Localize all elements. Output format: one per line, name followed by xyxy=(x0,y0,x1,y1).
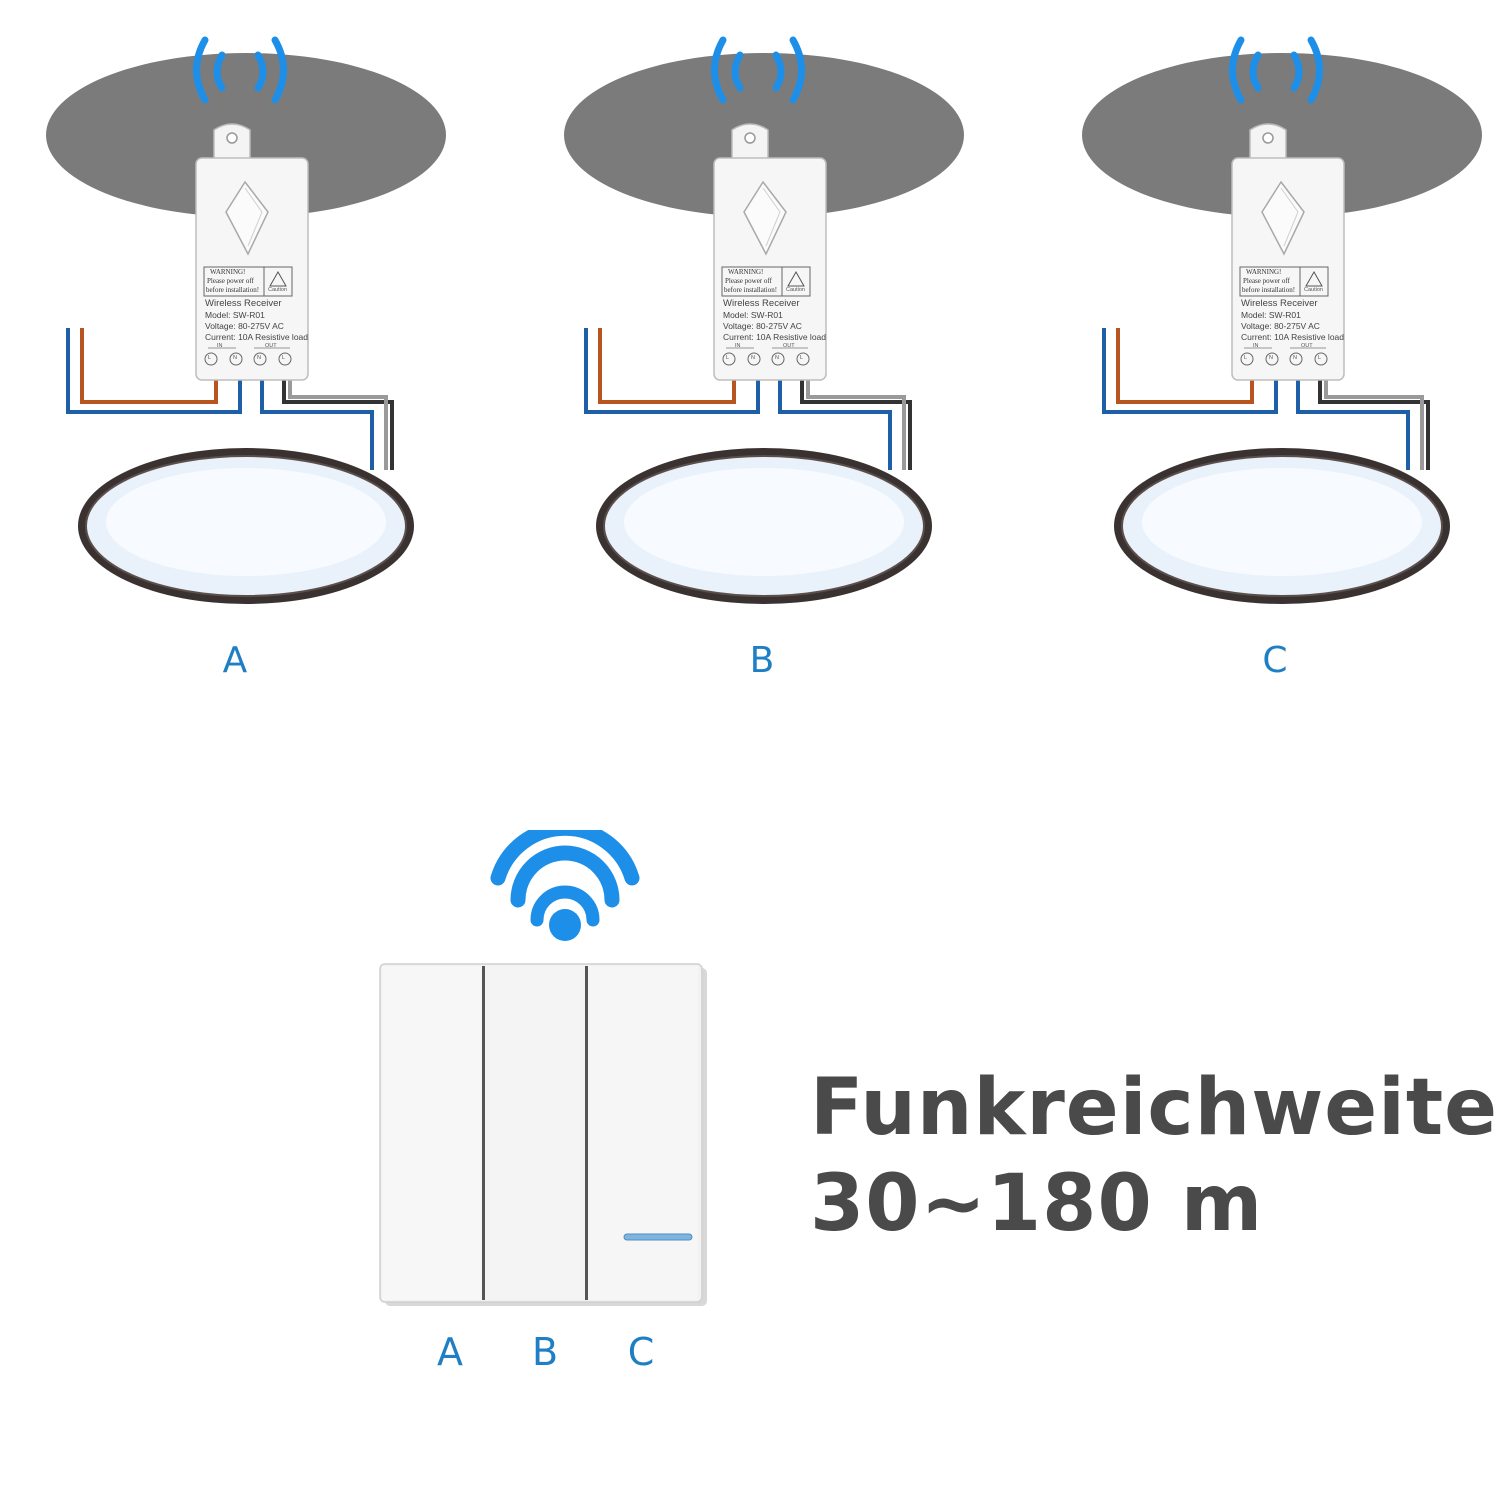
receiver-label-in-label: IN xyxy=(1253,343,1259,349)
receiver-label-current: Current: 10A Resistive load xyxy=(205,332,308,342)
wiring xyxy=(66,328,394,470)
ceiling-lamp xyxy=(596,448,932,604)
receiver-label-out-label: OUT xyxy=(783,343,795,349)
receiver-label-caution: Caution xyxy=(786,287,805,293)
terminal-screw-icon xyxy=(771,352,785,366)
receiver-label-model: Model: SW-R01 xyxy=(1241,310,1301,320)
range-value: 30~180 m xyxy=(810,1159,1264,1249)
wireless-receiver-module xyxy=(713,123,827,381)
wireless-wall-switch xyxy=(375,820,715,1330)
warning-triangle-icon xyxy=(787,270,805,287)
range-headline: Funkreichweite: 30~180 m xyxy=(810,1060,1500,1252)
switch-letter-b: B xyxy=(531,1330,559,1374)
switch-button-b[interactable] xyxy=(485,966,585,1300)
unit-letter: C xyxy=(1262,640,1288,681)
ceiling-lamp xyxy=(78,448,414,604)
switch-letter-a: A xyxy=(437,1330,463,1374)
signal-waves-icon xyxy=(711,36,805,104)
receiver-label-warning-line3: before installation! xyxy=(724,286,778,294)
terminal-label: N xyxy=(751,355,755,361)
receiver-label-title: Wireless Receiver xyxy=(1241,298,1318,309)
ceiling-lamp xyxy=(1114,448,1450,604)
terminal-screw-icon xyxy=(204,352,218,366)
kite-logo-icon xyxy=(1261,180,1305,256)
terminal-label: N xyxy=(233,355,237,361)
terminal-screw-icon xyxy=(1240,352,1254,366)
receiver-label-warning-line2: Please power off xyxy=(1243,277,1290,285)
wiring xyxy=(1102,328,1430,470)
wireless-receiver-module xyxy=(195,123,309,381)
signal-waves-icon xyxy=(1229,36,1323,104)
receiver-label-warning-line2: Please power off xyxy=(207,277,254,285)
terminal-label: L xyxy=(1244,355,1248,361)
receiver-label-warning-line2: Please power off xyxy=(725,277,772,285)
warning-triangle-icon xyxy=(1305,270,1323,287)
receiver-label-model: Model: SW-R01 xyxy=(723,310,783,320)
switch-button-c[interactable] xyxy=(588,966,698,1300)
receiver-scene-c xyxy=(1082,36,1482,604)
terminal-label: N xyxy=(775,355,779,361)
wiring xyxy=(584,328,912,470)
receiver-label-title: Wireless Receiver xyxy=(205,298,282,309)
switch-button-a[interactable] xyxy=(382,966,482,1300)
terminal-screw-icon xyxy=(253,352,267,366)
receiver-label-voltage: Voltage: 80-275V AC xyxy=(723,321,802,331)
kite-logo-icon xyxy=(225,180,269,256)
receiver-label-caution: Caution xyxy=(1304,287,1323,293)
receiver-label-current: Current: 10A Resistive load xyxy=(723,332,826,342)
receiver-label-warning-line3: before installation! xyxy=(206,286,260,294)
unit-letter: A xyxy=(222,640,248,681)
receiver-label-title: Wireless Receiver xyxy=(723,298,800,309)
receiver-scene-b xyxy=(564,36,964,604)
receiver-label-out-label: OUT xyxy=(1301,343,1313,349)
terminal-label: L xyxy=(800,355,804,361)
wifi-icon xyxy=(490,820,640,941)
receiver-label-warning-line1: WARNING! xyxy=(210,268,246,276)
receiver-label-warning-line3: before installation! xyxy=(1242,286,1296,294)
terminal-screw-icon xyxy=(722,352,736,366)
unit-letter: B xyxy=(749,640,775,681)
receiver-label-model: Model: SW-R01 xyxy=(205,310,265,320)
terminal-label: L xyxy=(282,355,286,361)
receiver-label-warning-line1: WARNING! xyxy=(1246,268,1282,276)
wireless-receiver-module xyxy=(1231,123,1345,381)
terminal-screw-icon xyxy=(278,352,292,366)
receiver-label-voltage: Voltage: 80-275V AC xyxy=(1241,321,1320,331)
terminal-screw-icon xyxy=(1314,352,1328,366)
indicator-led xyxy=(623,1233,693,1241)
receiver-label-current: Current: 10A Resistive load xyxy=(1241,332,1344,342)
terminal-label: N xyxy=(1293,355,1297,361)
warning-triangle-icon xyxy=(269,270,287,287)
terminal-screw-icon xyxy=(229,352,243,366)
receiver-scene-a xyxy=(46,36,446,604)
terminal-screw-icon xyxy=(1265,352,1279,366)
terminal-screw-icon xyxy=(747,352,761,366)
receiver-label-out-label: OUT xyxy=(265,343,277,349)
terminal-label: L xyxy=(208,355,212,361)
receiver-label-in-label: IN xyxy=(735,343,741,349)
terminal-label: L xyxy=(726,355,730,361)
switch-letter-c: C xyxy=(627,1330,655,1374)
receiver-label-voltage: Voltage: 80-275V AC xyxy=(205,321,284,331)
terminal-label: L xyxy=(1318,355,1322,361)
receiver-label-warning-line1: WARNING! xyxy=(728,268,764,276)
terminal-label: N xyxy=(257,355,261,361)
receiver-label-caution: Caution xyxy=(268,287,287,293)
terminal-label: N xyxy=(1269,355,1273,361)
terminal-screw-icon xyxy=(796,352,810,366)
kite-logo-icon xyxy=(743,180,787,256)
terminal-screw-icon xyxy=(1289,352,1303,366)
receiver-label-in-label: IN xyxy=(217,343,223,349)
range-title: Funkreichweite: xyxy=(810,1063,1500,1153)
signal-waves-icon xyxy=(193,36,287,104)
